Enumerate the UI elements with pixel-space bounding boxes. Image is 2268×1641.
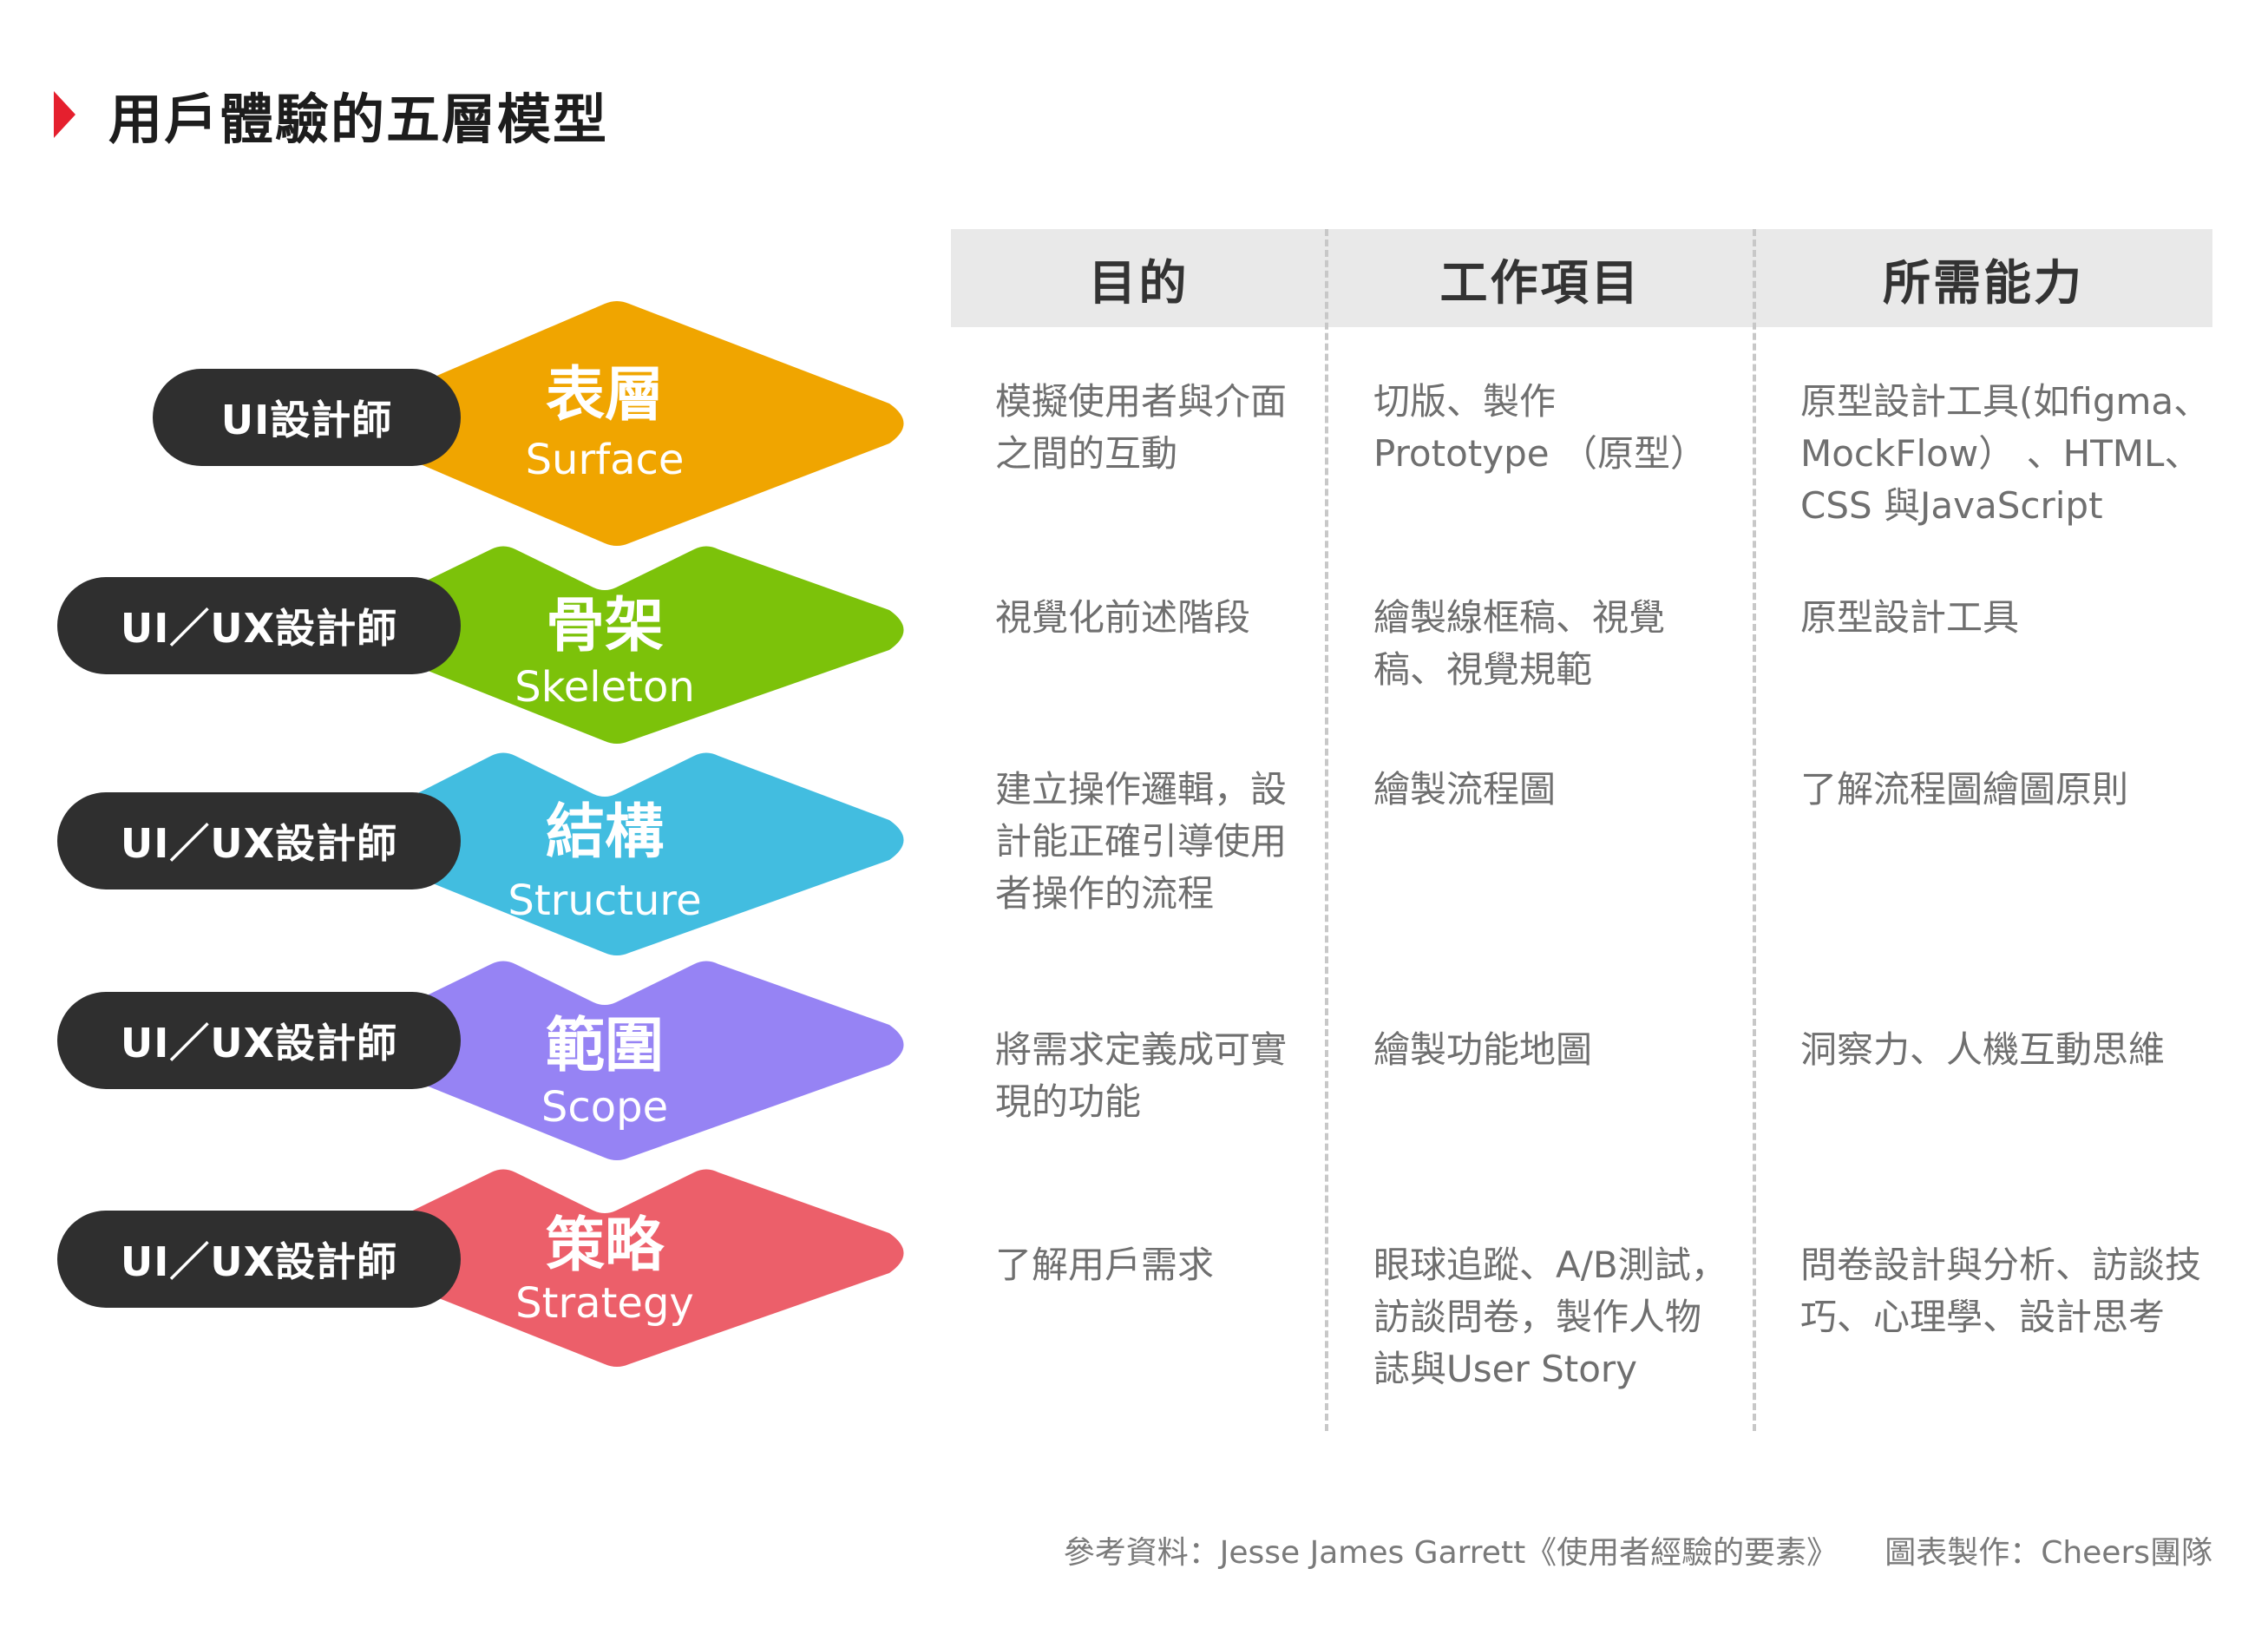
role-pill-surface: UI設計師 [153, 369, 461, 466]
cell-line: 原型設計工具(如figma、 [1800, 380, 2211, 423]
column-divider [1753, 229, 1756, 1431]
cell-line: 了解流程圖繪圖原則 [1800, 768, 2129, 811]
footer-credits: 參考資料：Jesse James Garrett《使用者經驗的要素》 圖表製作：C… [1017, 1527, 2212, 1572]
layer-name-en: Scope [541, 1083, 668, 1132]
cell-line: 繪製流程圖 [1373, 768, 1557, 811]
cell-work-surface: 切版、製作 Prototype （原型） [1373, 376, 1707, 480]
cell-skills-surface: 原型設計工具(如figma、 MockFlow） 、HTML、 CSS 與Jav… [1800, 376, 2210, 532]
cell-line: 眼球追蹤、A/B測試， [1373, 1244, 1727, 1286]
cell-line: 了解用戶需求 [995, 1244, 1215, 1286]
cell-line: 切版、製作 [1373, 380, 1557, 423]
page-title-group: 用戶體驗的五層模型 [54, 80, 608, 151]
title-arrow-icon [54, 91, 75, 138]
cell-line: 之間的互動 [995, 432, 1178, 475]
cell-purpose-surface: 模擬使用者與介面 之間的互動 [995, 376, 1287, 480]
cell-line: 問卷設計與分析、訪談技 [1800, 1244, 2202, 1286]
diamond-shape [325, 961, 904, 1160]
role-pill-structure: UI／UX設計師 [57, 792, 461, 889]
cell-work-structure: 繪製流程圖 [1373, 764, 1556, 816]
layer-diamond-scope: 範圍 Scope [325, 961, 904, 1160]
layer-name-zh: 表層 [546, 361, 664, 430]
cell-purpose-scope: 將需求定義成可實 現的功能 [995, 1024, 1287, 1128]
cell-line: 誌與User Story [1373, 1348, 1638, 1390]
diamond-shape [325, 546, 904, 744]
cell-line: 現的功能 [995, 1080, 1142, 1123]
layer-diamond-strategy: 策略 Strategy [325, 1169, 904, 1367]
cell-work-skeleton: 繪製線框稿、視覺 稿、視覺規範 [1373, 592, 1665, 696]
layer-diamonds: 表層 Surface 骨架 Skeleton 結構 Structure 範圍 S… [325, 301, 904, 1367]
cell-purpose-structure: 建立操作邏輯，設 計能正確引導使用 者操作的流程 [995, 764, 1287, 920]
column-header-skills: 所需能力 [1882, 254, 2084, 311]
cell-skills-structure: 了解流程圖繪圖原則 [1800, 764, 2128, 816]
column-header-purpose: 目的 [1088, 254, 1190, 311]
cell-line: CSS 與JavaScript [1800, 484, 2103, 527]
cell-work-strategy: 眼球追蹤、A/B測試， 訪談問卷，製作人物 誌與User Story [1373, 1239, 1727, 1395]
cell-line: 模擬使用者與介面 [995, 380, 1288, 423]
cell-line: 將需求定義成可實 [995, 1028, 1288, 1071]
cell-line: 稿、視覺規範 [1373, 648, 1593, 691]
cell-line: 洞察力、人機互動思維 [1800, 1028, 2166, 1071]
cell-skills-strategy: 問卷設計與分析、訪談技 巧、心理學、設計思考 [1800, 1239, 2201, 1343]
cell-line: 訪談問卷，製作人物 [1373, 1296, 1702, 1338]
cell-line: 者操作的流程 [995, 872, 1215, 915]
cell-skills-skeleton: 原型設計工具 [1800, 592, 2019, 644]
layer-name-zh: 骨架 [546, 592, 664, 660]
column-header-work: 工作項目 [1439, 254, 1642, 311]
cell-line: 建立操作邏輯，設 [995, 768, 1288, 811]
page-title: 用戶體驗的五層模型 [108, 88, 609, 151]
role-pill-skeleton: UI／UX設計師 [57, 577, 461, 674]
cell-purpose-skeleton: 視覺化前述階段 [995, 592, 1250, 644]
layer-name-zh: 範圍 [546, 1012, 664, 1080]
role-pill-strategy: UI／UX設計師 [57, 1211, 461, 1308]
role-pill-scope: UI／UX設計師 [57, 992, 461, 1089]
cell-line: Prototype （原型） [1373, 432, 1707, 475]
diamond-shape [325, 1169, 904, 1367]
cell-line: 計能正確引導使用 [995, 820, 1288, 863]
footer-reference: 參考資料：Jesse James Garrett《使用者經驗的要素》 [1063, 1535, 1839, 1571]
cell-line: MockFlow） 、HTML、 [1800, 432, 2201, 475]
layer-name-zh: 策略 [546, 1211, 665, 1280]
column-divider [1325, 229, 1328, 1431]
cell-line: 繪製線框稿、視覺 [1373, 596, 1666, 639]
cell-line: 原型設計工具 [1800, 596, 2020, 639]
diamond-shape [325, 301, 904, 546]
layer-name-zh: 結構 [546, 798, 664, 867]
cell-skills-scope: 洞察力、人機互動思維 [1800, 1024, 2165, 1076]
footer-credit: 圖表製作：Cheers團隊 [1885, 1535, 2212, 1571]
layer-name-en: Skeleton [515, 663, 695, 712]
layer-diamond-structure: 結構 Structure [325, 752, 904, 955]
cell-purpose-strategy: 了解用戶需求 [995, 1239, 1214, 1291]
cell-work-scope: 繪製功能地圖 [1373, 1024, 1592, 1076]
cell-line: 繪製功能地圖 [1373, 1028, 1593, 1071]
table-header-bar [951, 229, 2212, 327]
layer-diamond-skeleton: 骨架 Skeleton [325, 546, 904, 744]
layer-diamond-surface: 表層 Surface [325, 301, 904, 546]
cell-line: 視覺化前述階段 [995, 596, 1251, 639]
layer-name-en: Surface [526, 436, 685, 484]
cell-line: 巧、心理學、設計思考 [1800, 1296, 2166, 1338]
layer-name-en: Strategy [515, 1279, 694, 1328]
diamond-shape [325, 752, 904, 955]
layer-name-en: Structure [508, 876, 701, 925]
